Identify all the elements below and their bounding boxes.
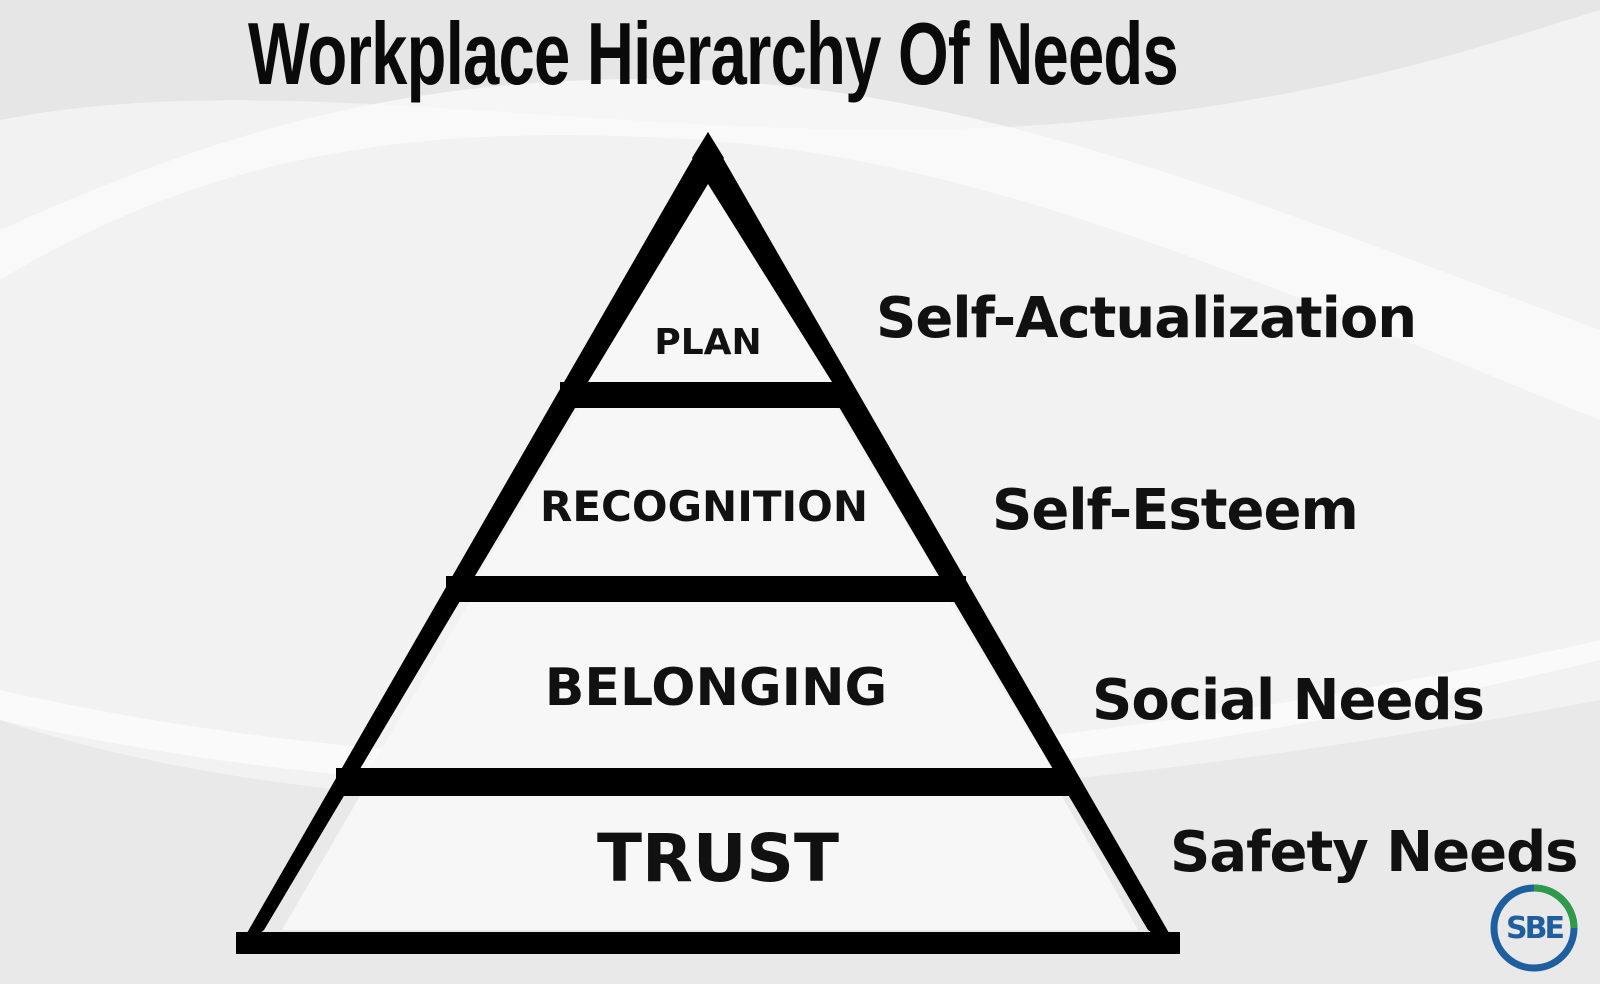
pyramid-right-edge bbox=[692, 132, 1180, 952]
separator-2 bbox=[446, 576, 966, 602]
separator-3 bbox=[336, 768, 1072, 796]
sbe-logo-text: SBE bbox=[1506, 910, 1565, 946]
tier-fill-plan bbox=[588, 184, 832, 382]
need-label-self-esteem: Self-Esteem bbox=[992, 478, 1359, 543]
tier-fill-belonging bbox=[370, 602, 1050, 768]
need-label-self-actualization: Self-Actualization bbox=[876, 286, 1417, 351]
tier-label-belonging: BELONGING bbox=[544, 658, 888, 718]
tier-label-recognition: RECOGNITION bbox=[540, 482, 868, 531]
sbe-logo: SBE bbox=[1488, 882, 1580, 974]
need-label-safety-needs: Safety Needs bbox=[1170, 820, 1578, 885]
need-label-social-needs: Social Needs bbox=[1092, 668, 1485, 733]
sbe-logo-ring bbox=[1490, 884, 1578, 972]
tier-fill-trust bbox=[282, 796, 1138, 930]
pyramid-base bbox=[236, 932, 1180, 954]
tier-label-trust: TRUST bbox=[597, 820, 839, 897]
pyramid-left-edge bbox=[236, 132, 724, 952]
tier-fill-recognition bbox=[478, 408, 938, 576]
tier-label-plan: PLAN bbox=[654, 322, 762, 363]
separator-1 bbox=[560, 382, 852, 408]
